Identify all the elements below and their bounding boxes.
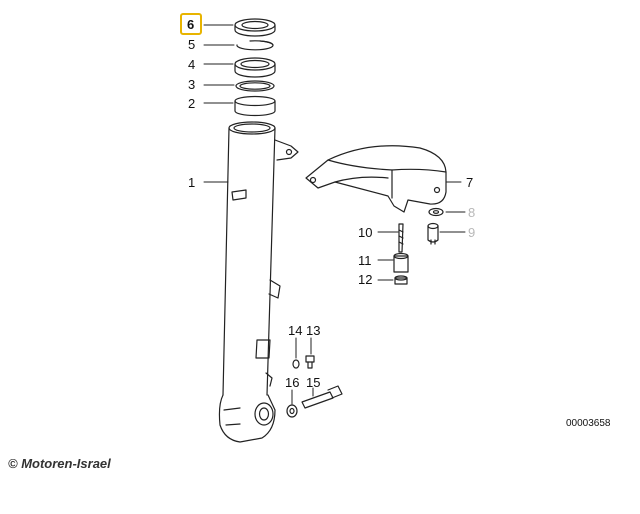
part-5-circlip[interactable] [236,40,274,51]
part-11-bush[interactable] [393,252,409,273]
part-7-fork-brace[interactable] [305,145,447,213]
part-13-screw[interactable] [305,355,315,369]
callout-11[interactable]: 11 [358,253,372,268]
callout-9[interactable]: 9 [468,225,476,240]
callout-14[interactable]: 14 [288,323,303,338]
callout-10[interactable]: 10 [358,225,373,240]
part-1-fork-slider[interactable] [218,121,299,443]
callout-3[interactable]: 3 [188,77,196,92]
callout-7[interactable]: 7 [466,175,474,190]
callout-6[interactable]: 6 [187,17,195,32]
part-14-oring[interactable] [292,359,300,369]
part-15-axle-bolt[interactable] [301,385,343,409]
callout-12[interactable]: 12 [358,272,373,287]
part-12-nut[interactable] [394,275,408,285]
part-10-stud[interactable] [398,223,404,253]
part-2-bushing[interactable] [234,95,276,117]
part-8-washer[interactable] [428,207,444,217]
copyright-notice: © Motoren-Israel [8,456,111,471]
callout-8[interactable]: 8 [468,205,476,220]
callout-1[interactable]: 1 [188,175,196,190]
callout-2[interactable]: 2 [188,96,196,111]
part-3-washer[interactable] [235,80,275,92]
selected-callout-highlight [180,13,202,35]
callout-16[interactable]: 16 [285,375,300,390]
leader-lines [203,24,466,405]
part-4-ring[interactable] [234,57,276,78]
callout-13[interactable]: 13 [306,323,321,338]
part-6-seal[interactable] [234,18,276,37]
callout-4[interactable]: 4 [188,57,196,72]
callout-15[interactable]: 15 [306,375,321,390]
callout-5[interactable]: 5 [188,37,196,52]
drawing-number: 00003658 [566,418,611,429]
part-9-bolt[interactable] [427,222,439,245]
part-16-washer[interactable] [286,404,298,418]
